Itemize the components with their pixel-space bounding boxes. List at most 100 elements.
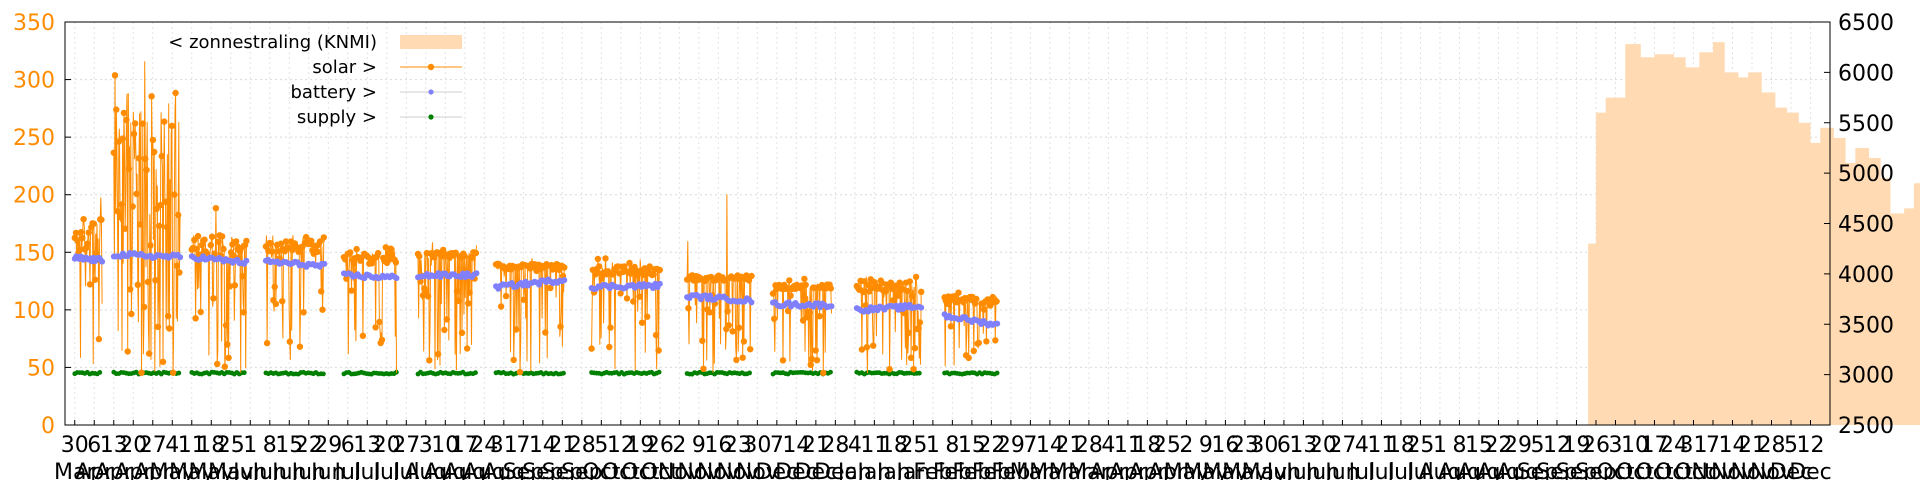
solar-point xyxy=(638,319,646,326)
solar-point xyxy=(279,298,286,305)
solar-point xyxy=(820,369,827,377)
x-month-label: Apr xyxy=(134,460,173,480)
solar-point xyxy=(993,298,1000,305)
x-month-label: Sep xyxy=(542,460,583,480)
x-day-label: 21 xyxy=(1055,433,1083,458)
solar-point xyxy=(145,350,153,357)
x-day-label: 10 xyxy=(431,433,459,458)
solar-point xyxy=(878,280,886,287)
x-month-label: Oct xyxy=(1616,460,1654,480)
solar-line xyxy=(113,61,181,373)
solar-point xyxy=(158,152,165,160)
solar-point xyxy=(870,342,877,349)
solar-point xyxy=(650,271,657,278)
solar-point xyxy=(111,72,119,79)
legend-marker xyxy=(428,114,434,120)
solar-point xyxy=(807,361,814,368)
solar-point xyxy=(214,360,221,368)
solar-point xyxy=(911,345,919,352)
x-day-label: 1 xyxy=(926,433,940,458)
solar-point xyxy=(159,358,167,365)
x-month-label: Mar xyxy=(1068,460,1110,480)
supply-point xyxy=(561,370,566,376)
x-day-label: 4 xyxy=(1355,433,1369,458)
x-month-label: Nov xyxy=(1711,460,1754,480)
x-month-label: May xyxy=(150,460,195,480)
solar-point xyxy=(816,313,823,320)
solar-point xyxy=(733,356,740,364)
x-day-label: 22 xyxy=(1484,433,1512,458)
solar-point xyxy=(906,278,913,285)
solar-point xyxy=(382,244,389,251)
solar-point xyxy=(342,256,349,263)
solar-point xyxy=(215,238,222,245)
right-tick-label: 3500 xyxy=(1838,313,1894,338)
x-month-label: Nov xyxy=(1692,460,1735,480)
x-day-label: 12 xyxy=(1543,433,1571,458)
x-day-label: 18 xyxy=(1133,433,1161,458)
solar-point xyxy=(441,326,448,334)
supply-point xyxy=(321,371,326,377)
solar-point xyxy=(424,293,432,300)
x-month-label: Feb xyxy=(933,460,972,480)
x-month-label: Sep xyxy=(1575,460,1616,480)
left-tick-label: 150 xyxy=(13,241,55,266)
battery-point xyxy=(994,320,1001,327)
x-month-label: Jun xyxy=(1284,460,1320,480)
solar-point xyxy=(858,346,866,353)
x-day-label: 20 xyxy=(119,433,147,458)
legend-marker xyxy=(428,89,434,95)
solar-point xyxy=(724,308,731,315)
x-day-label: 12 xyxy=(607,433,635,458)
x-day-label: 9 xyxy=(1199,433,1213,458)
x-day-label: 1 xyxy=(243,433,257,458)
x-month-label: Aug xyxy=(1477,460,1520,480)
x-month-label: Jan xyxy=(894,460,930,480)
solar-point xyxy=(374,249,382,257)
supply-point xyxy=(241,370,247,376)
x-day-label: 30 xyxy=(1250,433,1278,458)
x-month-label: Aug xyxy=(482,460,525,480)
x-month-label: Jun xyxy=(309,460,345,480)
solar-point xyxy=(592,271,599,278)
solar-point xyxy=(74,237,81,244)
x-month-label: Oct xyxy=(582,460,620,480)
x-day-label: 24 xyxy=(470,433,498,458)
x-day-label: 11 xyxy=(1114,433,1142,458)
solar-point xyxy=(602,255,609,262)
right-tick-label: 6000 xyxy=(1838,61,1894,86)
x-day-label: 4 xyxy=(848,433,862,458)
x-month-label: Feb xyxy=(972,460,1011,480)
x-day-label: 6 xyxy=(1277,433,1291,458)
battery-point xyxy=(177,254,184,261)
x-month-label: Jul xyxy=(352,460,381,480)
solar-point xyxy=(86,281,94,288)
x-day-label: 29 xyxy=(1504,433,1532,458)
x-day-label: 13 xyxy=(100,433,128,458)
x-month-label: Oct xyxy=(1596,460,1634,480)
solar-point xyxy=(769,290,777,297)
battery-point xyxy=(656,280,663,287)
solar-point xyxy=(350,260,358,267)
solar-point xyxy=(520,296,527,303)
x-month-label: Apr xyxy=(114,460,153,480)
x-day-label: 16 xyxy=(704,433,732,458)
x-day-label: 14 xyxy=(782,433,810,458)
x-month-label: Dec xyxy=(775,460,818,480)
x-day-label: 29 xyxy=(314,433,342,458)
x-month-label: May xyxy=(1183,460,1228,480)
x-day-label: 23 xyxy=(1231,433,1259,458)
solar-point xyxy=(162,198,169,205)
solar-point xyxy=(983,338,990,345)
solar-point xyxy=(239,273,246,280)
x-day-label: 25 xyxy=(899,433,927,458)
x-day-label: 5 xyxy=(594,433,608,458)
right-tick-label: 4500 xyxy=(1838,213,1894,238)
x-axis-months: MarAprAprAprAprMayMayMayMayJunJunJunJunJ… xyxy=(54,460,1832,480)
x-day-label: 17 xyxy=(1640,433,1668,458)
solar-point xyxy=(461,252,468,260)
x-month-label: Jun xyxy=(251,460,287,480)
solar-point xyxy=(808,355,816,363)
battery-point xyxy=(895,306,902,313)
x-month-label: Oct xyxy=(1655,460,1693,480)
